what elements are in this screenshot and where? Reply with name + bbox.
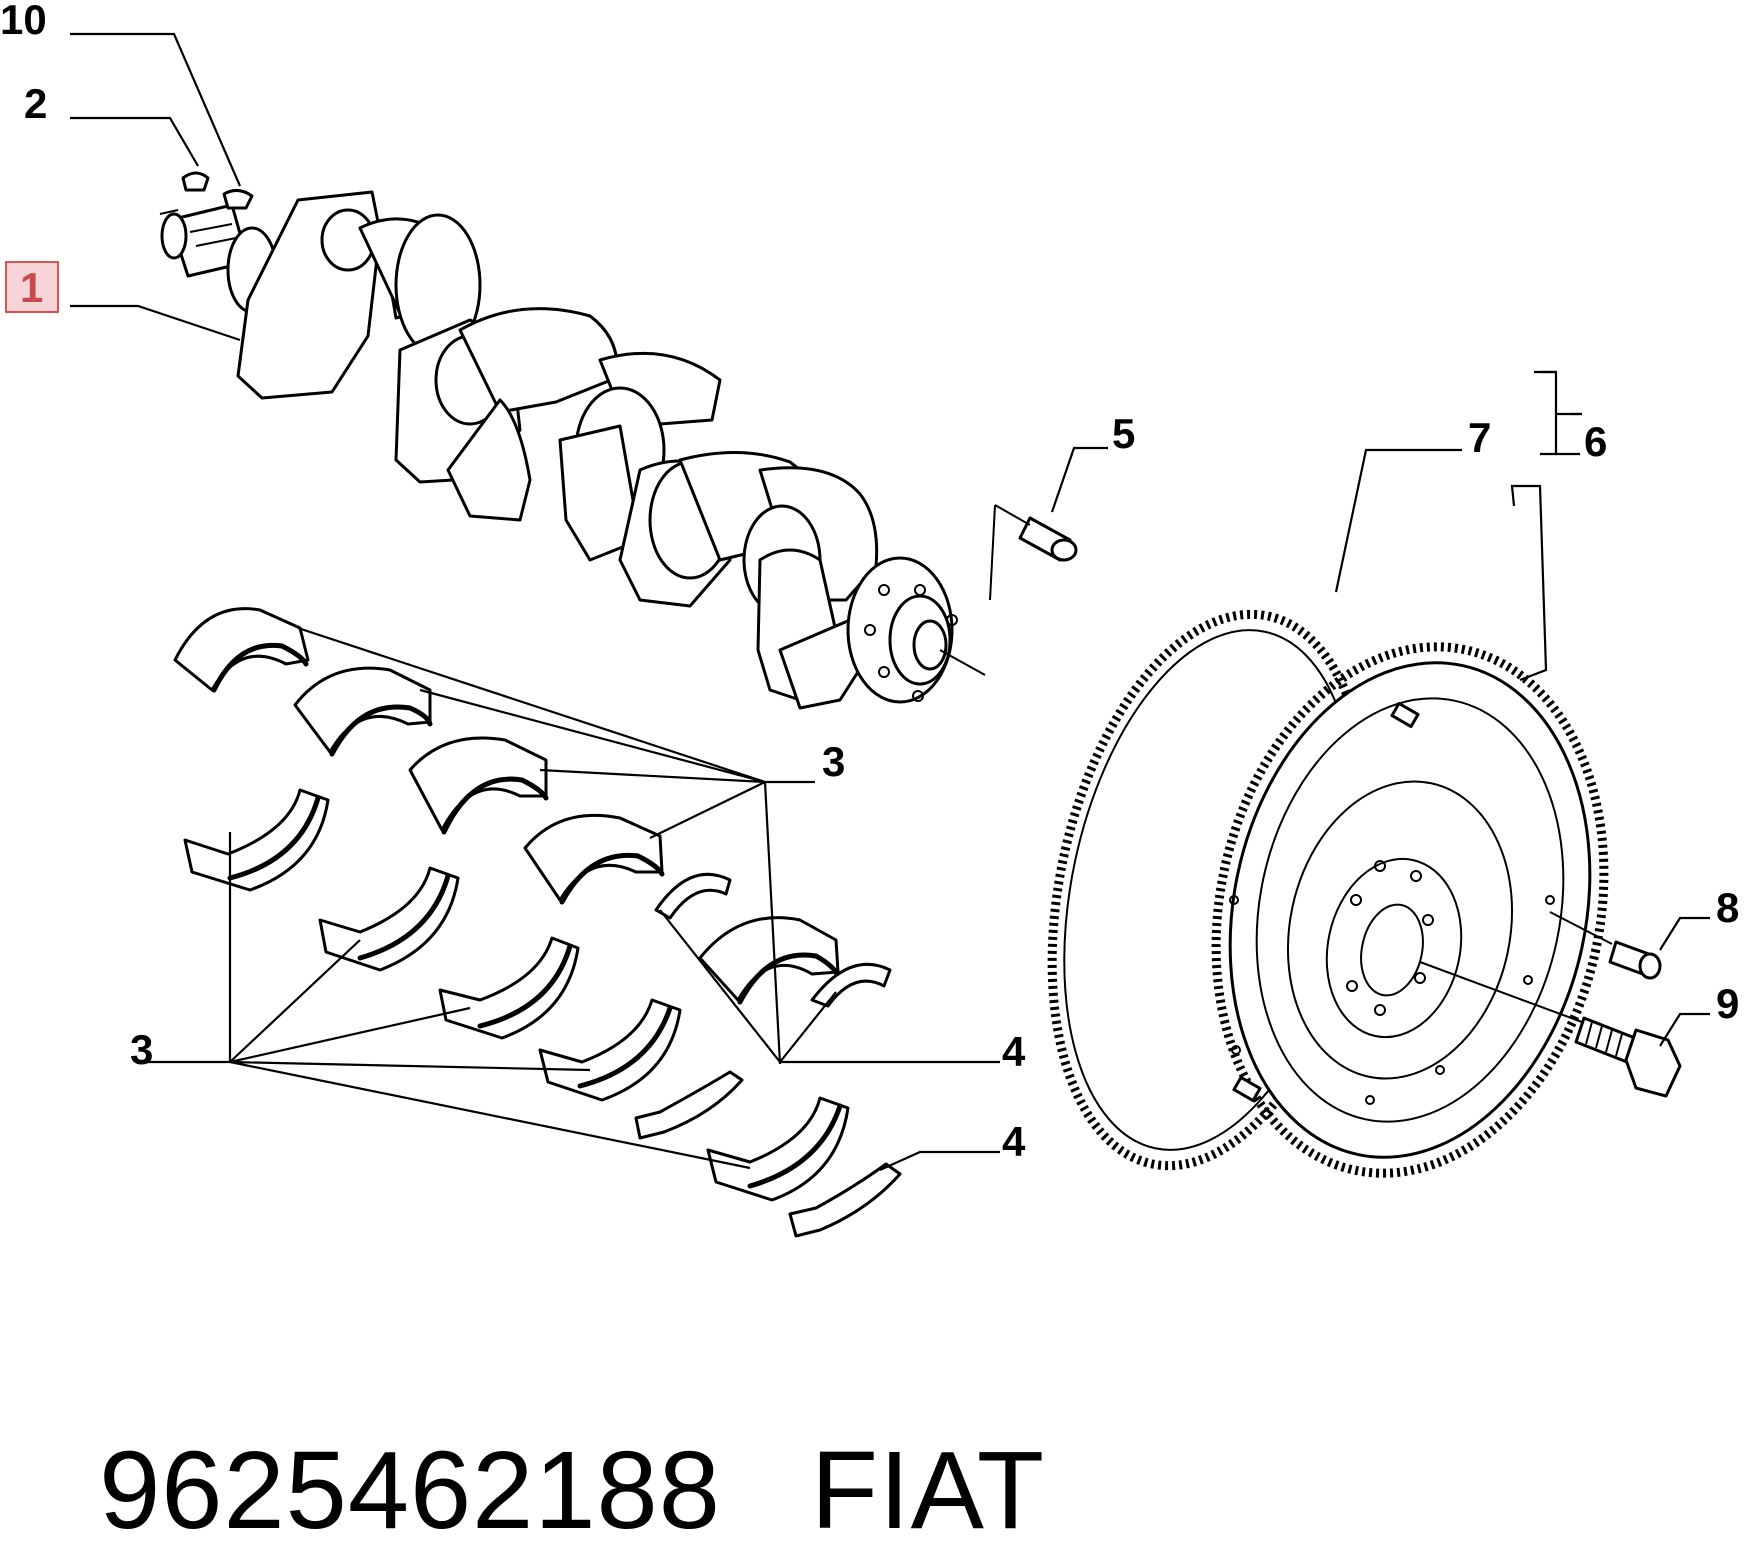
flywheel-dowel-8[interactable]	[1608, 940, 1662, 980]
callout-3-bottom: 3	[130, 1026, 153, 1073]
callout-6: 6	[1584, 418, 1607, 465]
flywheel-6[interactable]	[1169, 610, 1651, 1209]
callout-1[interactable]: 1	[20, 264, 43, 311]
callout-4-lower: 4	[1002, 1118, 1026, 1165]
callout-3-top: 3	[822, 738, 845, 785]
callout-5: 5	[1112, 410, 1135, 457]
callout-7: 7	[1468, 414, 1491, 461]
main-bearing-shells-upper[interactable]	[173, 607, 841, 1005]
dowel-8-projection-line	[1549, 911, 1613, 945]
callout-2: 2	[24, 80, 47, 127]
dowel-pin-5[interactable]	[1018, 516, 1078, 562]
callout-8: 8	[1716, 884, 1739, 931]
woodruff-key-10[interactable]	[222, 189, 254, 210]
thrust-washers[interactable]	[634, 872, 902, 1238]
callout-1-highlight	[5, 261, 59, 313]
flywheel-bolt-9[interactable]	[1574, 1016, 1682, 1098]
main-bearing-shells-lower[interactable]	[183, 788, 850, 1202]
callout-9: 9	[1716, 980, 1739, 1027]
callout-10: 10	[0, 0, 47, 43]
exploded-parts-diagram: 10 2 1 5 7 6 3 3 4 4 8 9	[0, 0, 1739, 1238]
crankshaft-part[interactable]	[159, 190, 986, 710]
leader-lines	[70, 32, 1710, 1172]
woodruff-key-2[interactable]	[181, 171, 210, 192]
callout-4-upper: 4	[1002, 1028, 1026, 1075]
pin-5-projection-line	[989, 504, 1031, 601]
bolt-9-projection-line	[1419, 961, 1583, 1023]
